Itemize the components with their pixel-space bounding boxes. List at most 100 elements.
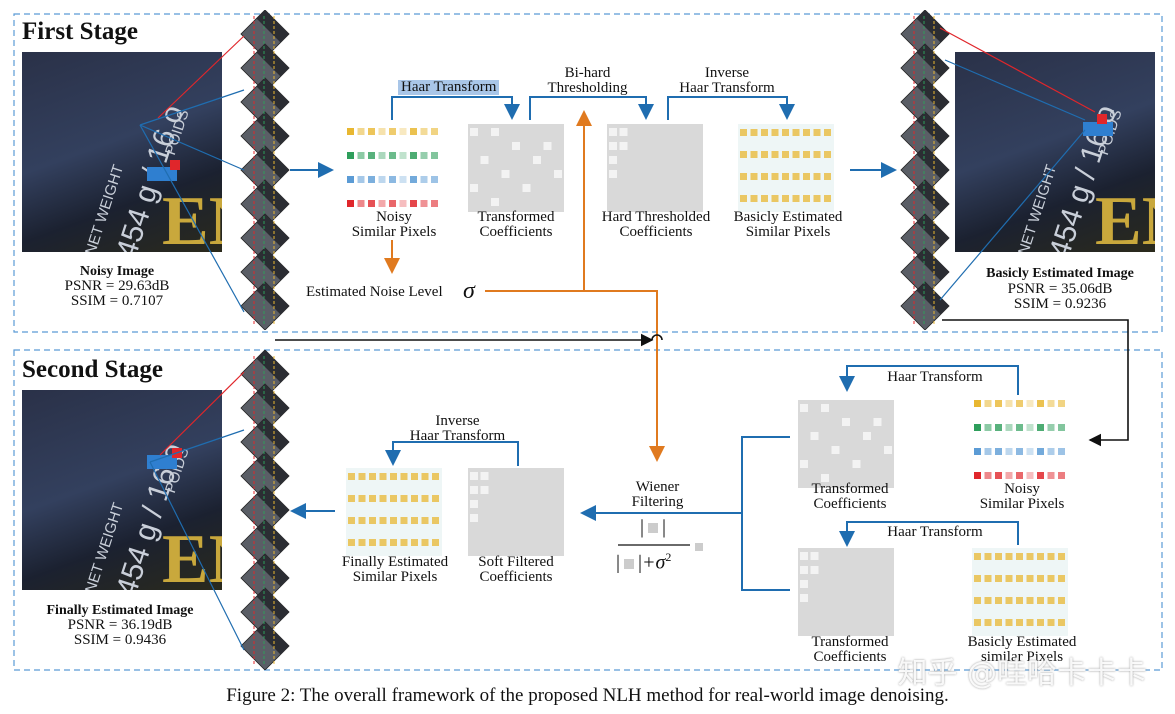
- pixel-cell: [824, 173, 831, 180]
- pixel-cell: [1005, 448, 1013, 455]
- pixel-cell: [420, 200, 428, 207]
- pixel-cell: [771, 195, 779, 202]
- pixel-cell: [358, 517, 366, 524]
- bihard-label-2: Thresholding: [547, 80, 628, 96]
- coef-cell: [609, 170, 617, 178]
- pixel-cell: [1058, 553, 1065, 560]
- pixel-cell: [974, 619, 981, 626]
- basic-second-label-1: Basicly Estimated: [967, 634, 1077, 650]
- pixel-cell: [1047, 448, 1055, 455]
- arrow-haar-bottom: [839, 521, 1019, 547]
- pixel-cell: [974, 400, 981, 407]
- pixel-cell: [410, 176, 417, 183]
- coef-cell: [863, 432, 871, 440]
- pixel-cell: [974, 553, 981, 560]
- coef-cell: [480, 486, 489, 494]
- pixel-cell: [421, 539, 429, 546]
- pixel-cell: [347, 200, 354, 207]
- coef-cell: [821, 404, 829, 412]
- hard-label-1: Hard Thresholded: [601, 209, 711, 225]
- pixel-cell: [348, 539, 355, 546]
- patch-tile: [240, 485, 290, 535]
- basic-second-label-2: similar Pixels: [980, 649, 1064, 665]
- noisy-image-ssim: SSIM = 0.7107: [70, 293, 164, 309]
- coef-cell: [533, 156, 541, 164]
- formula-denominator: ||+σ2: [616, 550, 672, 574]
- pixel-cell: [1026, 400, 1034, 407]
- pixel-cell: [400, 473, 408, 480]
- coef-cell: [810, 566, 819, 574]
- coef-cell: [619, 128, 628, 136]
- pixel-cell: [410, 152, 417, 159]
- pixel-cell: [1058, 597, 1065, 604]
- pixel-cell: [1016, 553, 1023, 560]
- patch-tile: [900, 145, 950, 195]
- pixel-cell: [389, 152, 396, 159]
- pixel-cell: [1016, 597, 1023, 604]
- arrow-inverse-haar-second: [385, 441, 519, 466]
- pixel-cell: [399, 200, 407, 207]
- coef-cell: [619, 142, 628, 150]
- stage-link-arrows: [275, 319, 1129, 447]
- pixel-cell: [1005, 424, 1013, 431]
- coef-cell: [522, 184, 531, 192]
- pixel-cell: [389, 176, 396, 183]
- watermark: 知乎 @哇哈卡卡卡: [897, 656, 1147, 691]
- basic-image-title: Basicly Estimated Image: [986, 266, 1134, 281]
- pixel-cell: [782, 129, 789, 136]
- inverse-haar-label-1: Inverse: [704, 65, 750, 81]
- patch-tile: [900, 10, 950, 59]
- transformed-label-2: Coefficients: [479, 224, 553, 240]
- coef-cell: [884, 446, 892, 454]
- pixel-cell: [368, 152, 375, 159]
- pixel-cell: [411, 495, 418, 502]
- basic-label-2: Similar Pixels: [745, 224, 831, 240]
- coef-cell: [873, 418, 882, 426]
- pixel-cell: [1037, 619, 1044, 626]
- pixel-cell: [792, 151, 800, 158]
- second-transformed-bottom-matrix: [798, 548, 894, 636]
- pixel-cell: [824, 129, 831, 136]
- final-patch-stack: [240, 350, 290, 670]
- pixel-cell: [1047, 575, 1055, 582]
- patch-tile: [240, 10, 290, 59]
- wiener-label-2: Filtering: [631, 494, 684, 510]
- pixel-cell: [984, 400, 992, 407]
- transformed-label-1: Transformed: [477, 209, 555, 225]
- patch-tile: [240, 111, 290, 161]
- pixel-cell: [1026, 448, 1034, 455]
- patch-tile: [240, 145, 290, 195]
- pixel-cell: [740, 195, 747, 202]
- patch-tile: [240, 451, 290, 501]
- patch-tile: [240, 77, 290, 127]
- pixel-cell: [1005, 597, 1013, 604]
- pixel-cell: [984, 575, 992, 582]
- pixel-cell: [974, 597, 981, 604]
- pixel-cell: [421, 473, 429, 480]
- pixel-cell: [740, 151, 747, 158]
- coef-cell: [512, 142, 520, 150]
- formula-extra-square: [695, 543, 703, 551]
- pixel-cell: [411, 517, 418, 524]
- patch-tile: [240, 213, 290, 263]
- coef-cell: [800, 404, 808, 412]
- basic-estimated-image: NET WEIGHT 454 g / 16 o POIDS EN: [955, 52, 1155, 252]
- coef-cell: [491, 128, 499, 136]
- pixel-cell: [410, 128, 417, 135]
- pixel-cell: [1005, 619, 1013, 626]
- patch-tile: [900, 77, 950, 127]
- pixel-cell: [369, 539, 376, 546]
- pixel-cell: [740, 129, 747, 136]
- patch-tile: [900, 213, 950, 263]
- pixel-cell: [432, 473, 439, 480]
- pixel-cell: [432, 517, 439, 524]
- pixel-cell: [420, 128, 428, 135]
- pixel-cell: [390, 473, 397, 480]
- pixel-cell: [1058, 448, 1065, 455]
- pixel-cell: [813, 173, 821, 180]
- pixel-cell: [431, 200, 438, 207]
- pixel-cell: [995, 597, 1002, 604]
- patch-tile: [900, 179, 950, 229]
- pixel-cell: [1026, 597, 1034, 604]
